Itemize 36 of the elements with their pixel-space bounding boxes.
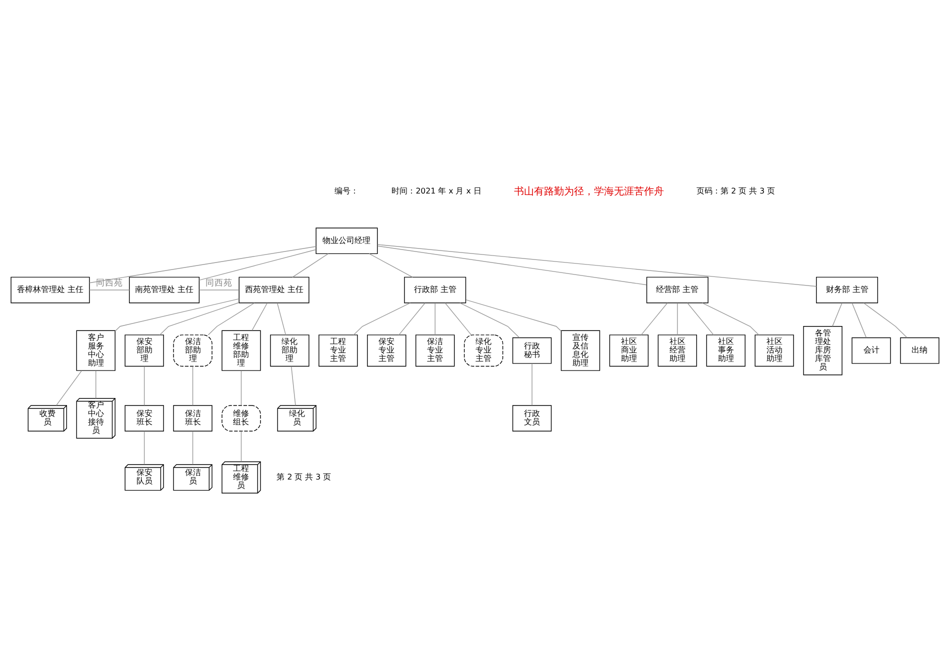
connector (460, 302, 520, 338)
connector (89, 246, 316, 284)
connector (95, 370, 96, 399)
connector (677, 302, 678, 336)
connector (444, 302, 472, 336)
connector (290, 366, 296, 406)
connector (144, 430, 145, 465)
connector (159, 302, 240, 336)
connector (144, 366, 145, 406)
connector (56, 370, 82, 406)
connector (377, 246, 647, 286)
connector (114, 298, 240, 332)
connector (240, 370, 242, 406)
connector (398, 302, 426, 336)
connector (687, 302, 714, 336)
connector (192, 430, 194, 465)
connector (208, 302, 255, 336)
connector (192, 366, 194, 406)
connector (198, 249, 316, 281)
connector (640, 302, 668, 336)
connector (852, 302, 867, 338)
connector (240, 430, 242, 462)
connector (368, 253, 413, 278)
connector (832, 302, 842, 327)
connector (863, 302, 908, 338)
connector (276, 302, 286, 336)
connector (353, 302, 411, 336)
connector (252, 302, 268, 331)
connector (702, 302, 760, 336)
connector (377, 244, 817, 287)
connector (466, 299, 562, 332)
label: 书山有路勤为径，学海无涯苦作舟 (514, 186, 664, 198)
edge-label: 同西苑 (96, 278, 123, 288)
connector (434, 302, 436, 336)
connector (292, 253, 329, 278)
edge-label: 同西苑 (206, 278, 233, 288)
